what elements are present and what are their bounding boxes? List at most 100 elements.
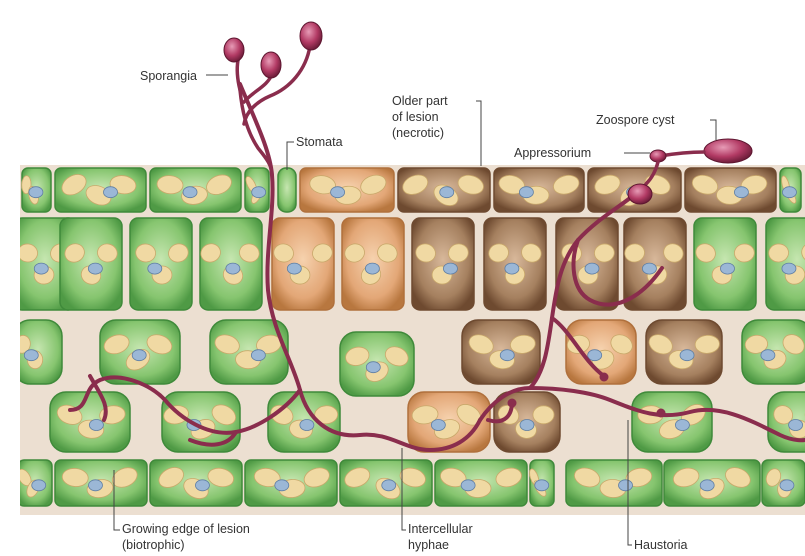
- healthy-cell: [340, 332, 414, 396]
- healthy-cell: [130, 218, 192, 310]
- healthy-cell: [150, 168, 241, 212]
- necrotic-cell: [484, 218, 546, 310]
- nucleus: [461, 480, 475, 491]
- nucleus: [195, 480, 209, 491]
- nucleus: [88, 480, 102, 491]
- necrotic-cell: [412, 218, 474, 310]
- leader-line: [476, 101, 481, 166]
- nucleus: [382, 480, 396, 491]
- healthy-cell: [60, 218, 122, 310]
- stomatal-guard-cell: [278, 168, 296, 212]
- leader-line: [710, 120, 716, 140]
- sporangium: [261, 52, 281, 78]
- nucleus: [32, 480, 46, 491]
- nucleus: [642, 263, 656, 274]
- healthy-cell: [566, 460, 662, 506]
- appressorium-small: [650, 150, 666, 162]
- nucleus: [29, 187, 43, 198]
- label-zoospore-cyst: Zoospore cyst: [596, 113, 675, 127]
- nucleus: [761, 350, 775, 361]
- nucleus: [675, 420, 689, 431]
- healthy-cell: [245, 460, 337, 506]
- sporangium: [300, 22, 322, 50]
- healthy-cell: [742, 320, 805, 384]
- necrotic-cell-wall: [412, 218, 474, 310]
- healthy-cell: [435, 460, 527, 506]
- zoospore-cyst: [704, 139, 752, 163]
- nucleus: [519, 187, 533, 198]
- necrotic-cell: [494, 392, 560, 452]
- healthy-cell: [780, 168, 801, 212]
- nucleus: [535, 480, 549, 491]
- appressorium: [628, 184, 652, 204]
- label-older-part-line2: of lesion: [392, 110, 439, 124]
- label-growing-edge-line1: Growing edge of lesion: [122, 522, 250, 536]
- nucleus: [34, 263, 48, 274]
- label-intercellular-line1: Intercellular: [408, 522, 473, 536]
- necrotic-cell: [462, 320, 540, 384]
- nucleus: [780, 480, 794, 491]
- sporangium: [224, 38, 244, 62]
- nucleus: [782, 187, 796, 198]
- healthy-cell: [50, 392, 130, 452]
- healthy-cell: [150, 460, 242, 506]
- healthy-cell: [768, 392, 805, 452]
- infected-cell: [272, 218, 335, 310]
- nucleus: [287, 263, 301, 274]
- nucleus: [431, 420, 445, 431]
- healthy-cell: [21, 168, 51, 212]
- healthy-cell: [13, 320, 62, 384]
- healthy-cell: [632, 392, 712, 452]
- healthy-cell-wall: [130, 218, 192, 310]
- nucleus: [734, 187, 748, 198]
- nucleus: [789, 420, 803, 431]
- label-stomata: Stomata: [296, 135, 343, 149]
- haustorium: [600, 373, 609, 382]
- label-intercellular-line2: hyphae: [408, 538, 449, 552]
- nucleus: [88, 263, 102, 274]
- haustorium: [508, 399, 517, 408]
- nucleus: [183, 187, 197, 198]
- label-older-part-line1: Older part: [392, 94, 448, 108]
- healthy-cell: [198, 218, 262, 310]
- infected-cell-wall: [272, 218, 334, 310]
- infected-cell: [300, 168, 394, 212]
- nucleus: [520, 420, 534, 431]
- healthy-cell: [766, 218, 805, 310]
- nucleus: [132, 350, 146, 361]
- germ-tube: [660, 152, 704, 156]
- nucleus: [588, 350, 602, 361]
- chloroplast: [533, 406, 554, 424]
- nucleus: [619, 480, 633, 491]
- nucleus: [365, 263, 379, 274]
- nucleus: [300, 420, 314, 431]
- nucleus: [680, 350, 694, 361]
- healthy-cell: [15, 460, 52, 506]
- necrotic-cell: [398, 168, 490, 212]
- healthy-cell: [528, 460, 554, 506]
- necrotic-cell: [494, 168, 584, 212]
- healthy-cell: [664, 460, 760, 506]
- infected-cell: [342, 218, 404, 310]
- label-sporangia: Sporangia: [140, 69, 197, 83]
- healthy-cell: [100, 320, 180, 384]
- label-growing-edge-line2: (biotrophic): [122, 538, 185, 552]
- nucleus: [104, 187, 118, 198]
- necrotic-cell: [646, 320, 722, 384]
- nucleus: [585, 263, 599, 274]
- label-haustoria: Haustoria: [634, 538, 688, 552]
- healthy-cell: [244, 168, 269, 212]
- nucleus: [440, 187, 454, 198]
- label-appressorium: Appressorium: [514, 146, 591, 160]
- nucleus: [500, 350, 514, 361]
- nucleus: [226, 263, 240, 274]
- nucleus: [366, 362, 380, 373]
- nucleus: [24, 350, 38, 361]
- healthy-cell: [55, 168, 146, 212]
- nucleus: [505, 263, 519, 274]
- healthy-cell: [340, 460, 432, 506]
- necrotic-cell: [685, 168, 776, 212]
- healthy-cell: [762, 460, 805, 506]
